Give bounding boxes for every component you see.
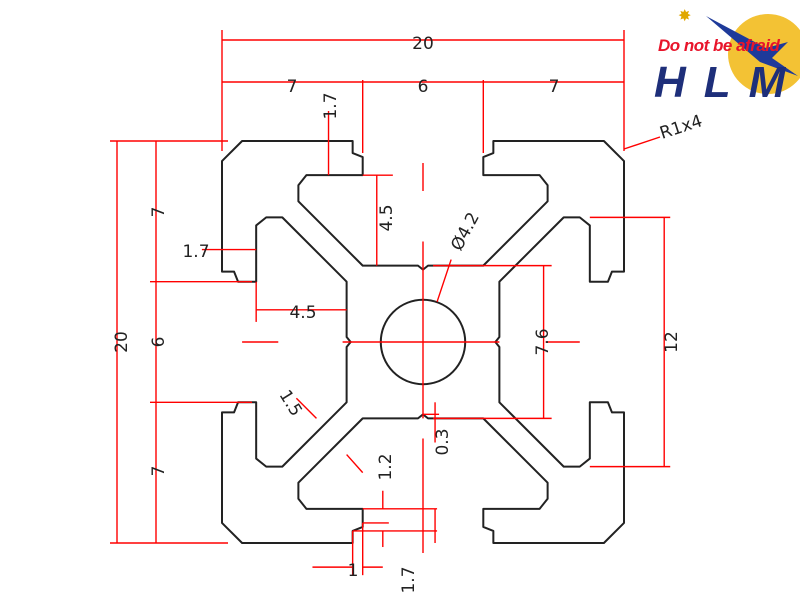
dimension-lines	[110, 30, 671, 576]
logo-brand: HLM	[654, 58, 800, 107]
dim-top-middle-6: 6	[418, 77, 429, 97]
dim-left-lip-1-7: 1.7	[182, 242, 209, 262]
dim-left-bottom-7: 7	[149, 466, 169, 477]
dim-groove-depth: 0.3	[433, 428, 453, 455]
dim-left-middle-6: 6	[149, 337, 169, 348]
dim-line-web	[295, 397, 317, 419]
star-icon: ✸	[678, 6, 692, 25]
hlm-logo: ✸ Do not be afraid HLM	[648, 4, 800, 107]
dim-core-width: 7.6	[533, 328, 553, 355]
dim-top-lip-1-7: 1.7	[321, 92, 341, 119]
logo-slogan: Do not be afraid	[658, 36, 780, 55]
dim-wall-thickness: 1.2	[376, 453, 396, 480]
leader-center-bore	[436, 259, 452, 303]
leader-corner-radius	[623, 136, 661, 150]
dim-slot-span: 12	[662, 331, 682, 353]
dim-top-right-7: 7	[549, 77, 560, 97]
dim-slot-depth-horizontal: 4.5	[289, 303, 316, 323]
dim-center-bore: Ø4.2	[447, 209, 484, 254]
bird-swoosh-icon	[706, 16, 798, 76]
dim-overall-height: 20	[112, 331, 132, 353]
dim-top-left-7: 7	[287, 77, 298, 97]
dim-bottom-lip-1-7: 1.7	[399, 566, 419, 593]
dim-overall-width: 20	[412, 34, 434, 54]
dim-left-top-7: 7	[149, 207, 169, 218]
dim-line-web-2	[346, 454, 364, 474]
dim-slot-depth-vertical: 4.5	[377, 204, 397, 231]
dim-web-thickness: 1.5	[275, 387, 306, 421]
dim-corner-radius: R1x4	[657, 111, 705, 143]
dim-lip-step: 1	[348, 561, 359, 581]
